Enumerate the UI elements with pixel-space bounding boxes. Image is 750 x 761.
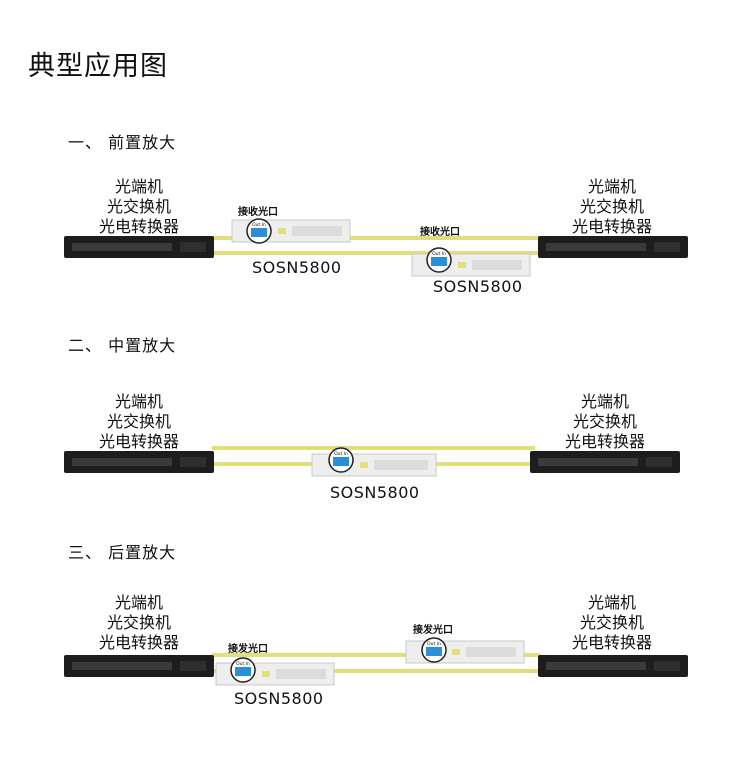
left-device-label: 光端机 光交换机 光电转换器: [74, 392, 204, 452]
section-title: 三、 后置放大: [68, 543, 177, 562]
section-front-amplifier: 一、 前置放大 Out In: [0, 125, 750, 325]
device-label-line: 光交换机: [106, 197, 171, 216]
port-label: 接收光口: [420, 227, 460, 238]
port-text: Out In: [432, 251, 446, 257]
device-label-line: 光交换机: [106, 613, 171, 632]
device-label-line: 光交换机: [579, 197, 644, 216]
model-label: SOSN5800: [330, 483, 420, 502]
front-amplifier-diagram: Out In Out In: [64, 218, 688, 277]
device-label-line: 光端机: [114, 177, 163, 196]
device-label-line: 光电转换器: [571, 217, 652, 236]
device-label-line: 光电转换器: [98, 217, 179, 236]
page-title: 典型应用图: [28, 51, 168, 82]
left-switch: [64, 236, 214, 258]
right-switch: [530, 451, 680, 473]
section-title: 一、 前置放大: [68, 133, 177, 152]
left-switch: [64, 655, 214, 677]
device-label-line: 光端机: [114, 593, 163, 612]
right-device-label: 光端机 光交换机 光电转换器: [540, 392, 670, 452]
device-label-line: 光端机: [580, 392, 629, 411]
device-label-line: 光端机: [587, 593, 636, 612]
model-label: SOSN5800: [252, 258, 342, 277]
right-device-label: 光端机 光交换机 光电转换器: [547, 593, 677, 653]
port-text: Out In: [427, 641, 441, 647]
magnifier-icon: Out In: [328, 447, 354, 473]
model-label: SOSN5800: [234, 689, 324, 708]
section-middle-amplifier: 二、 中置放大 Out In 光端机 光交换机 光电转换器 光端机 光交换机: [0, 330, 750, 530]
section-title: 二、 中置放大: [68, 336, 177, 355]
magnifier-icon: Out In: [230, 657, 256, 683]
right-switch: [538, 655, 688, 677]
port-label: 接发光口: [228, 644, 268, 655]
section-rear-amplifier: 三、 后置放大 Out In Ou: [0, 537, 750, 737]
right-switch: [538, 236, 688, 258]
device-label-line: 光交换机: [106, 412, 171, 431]
model-label: SOSN5800: [433, 277, 523, 296]
device-label-line: 光端机: [114, 392, 163, 411]
device-label-line: 光电转换器: [564, 432, 645, 451]
left-device-label: 光端机 光交换机 光电转换器: [74, 593, 204, 653]
port-text: Out In: [334, 451, 348, 457]
middle-amplifier-diagram: Out In: [64, 446, 680, 477]
port-text: Out In: [236, 661, 250, 667]
left-switch: [64, 451, 214, 473]
device-label-line: 光交换机: [572, 412, 637, 431]
device-label-line: 光交换机: [579, 613, 644, 632]
device-label-line: 光电转换器: [98, 432, 179, 451]
magnifier-icon: Out In: [246, 218, 272, 244]
port-label: 接收光口: [238, 207, 278, 218]
left-device-label: 光端机 光交换机 光电转换器: [74, 177, 204, 237]
magnifier-icon: Out In: [421, 637, 447, 663]
device-label-line: 光电转换器: [98, 633, 179, 652]
device-label-line: 光电转换器: [571, 633, 652, 652]
port-text: Out In: [252, 222, 266, 228]
rear-amplifier-diagram: Out In Out In: [64, 637, 688, 686]
right-device-label: 光端机 光交换机 光电转换器: [547, 177, 677, 237]
port-label: 接发光口: [413, 625, 453, 636]
device-label-line: 光端机: [587, 177, 636, 196]
magnifier-icon: Out In: [426, 247, 452, 273]
